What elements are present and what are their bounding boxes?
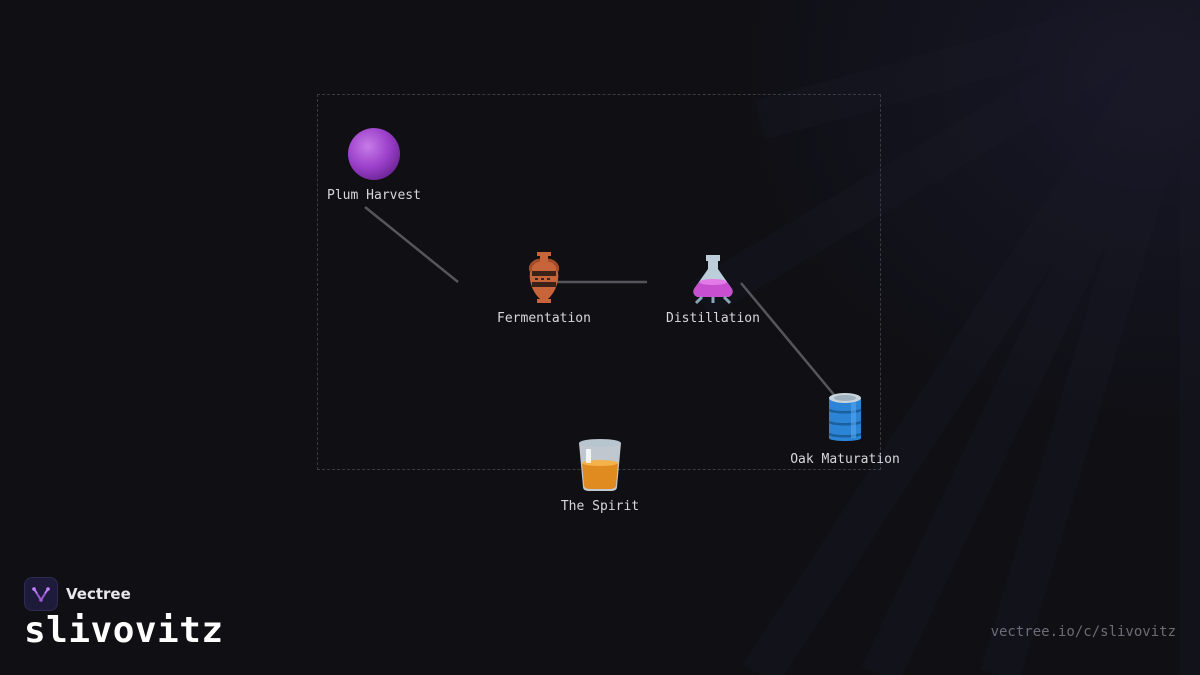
node-the-spirit[interactable]: The Spirit [510,435,690,514]
node-plum-harvest[interactable]: Plum Harvest [284,124,464,203]
brand-name: Vectree [66,585,131,603]
tumbler-glass-icon [570,435,630,495]
edge-distillation-to-oak [740,282,836,397]
edge-plum-to-fermentation [364,206,459,283]
node-distillation[interactable]: Distillation [623,247,803,326]
node-label: Plum Harvest [327,188,421,203]
node-label: The Spirit [560,499,640,514]
node-label: Oak Maturation [790,452,900,467]
node-oak-maturation[interactable]: Oak Maturation [755,388,935,467]
flask-icon [683,247,743,307]
amphora-icon [514,247,574,307]
vectree-logo-icon [24,577,58,611]
barrel-icon [815,388,875,448]
plum-icon [344,124,404,184]
page-title: slivovitz [24,610,224,651]
node-fermentation[interactable]: Fermentation [454,247,634,326]
node-label: Distillation [666,311,760,326]
brand[interactable]: Vectree [24,577,131,611]
page-url-link[interactable]: vectree.io/c/slivovitz [990,624,1176,640]
node-label: Fermentation [497,311,591,326]
